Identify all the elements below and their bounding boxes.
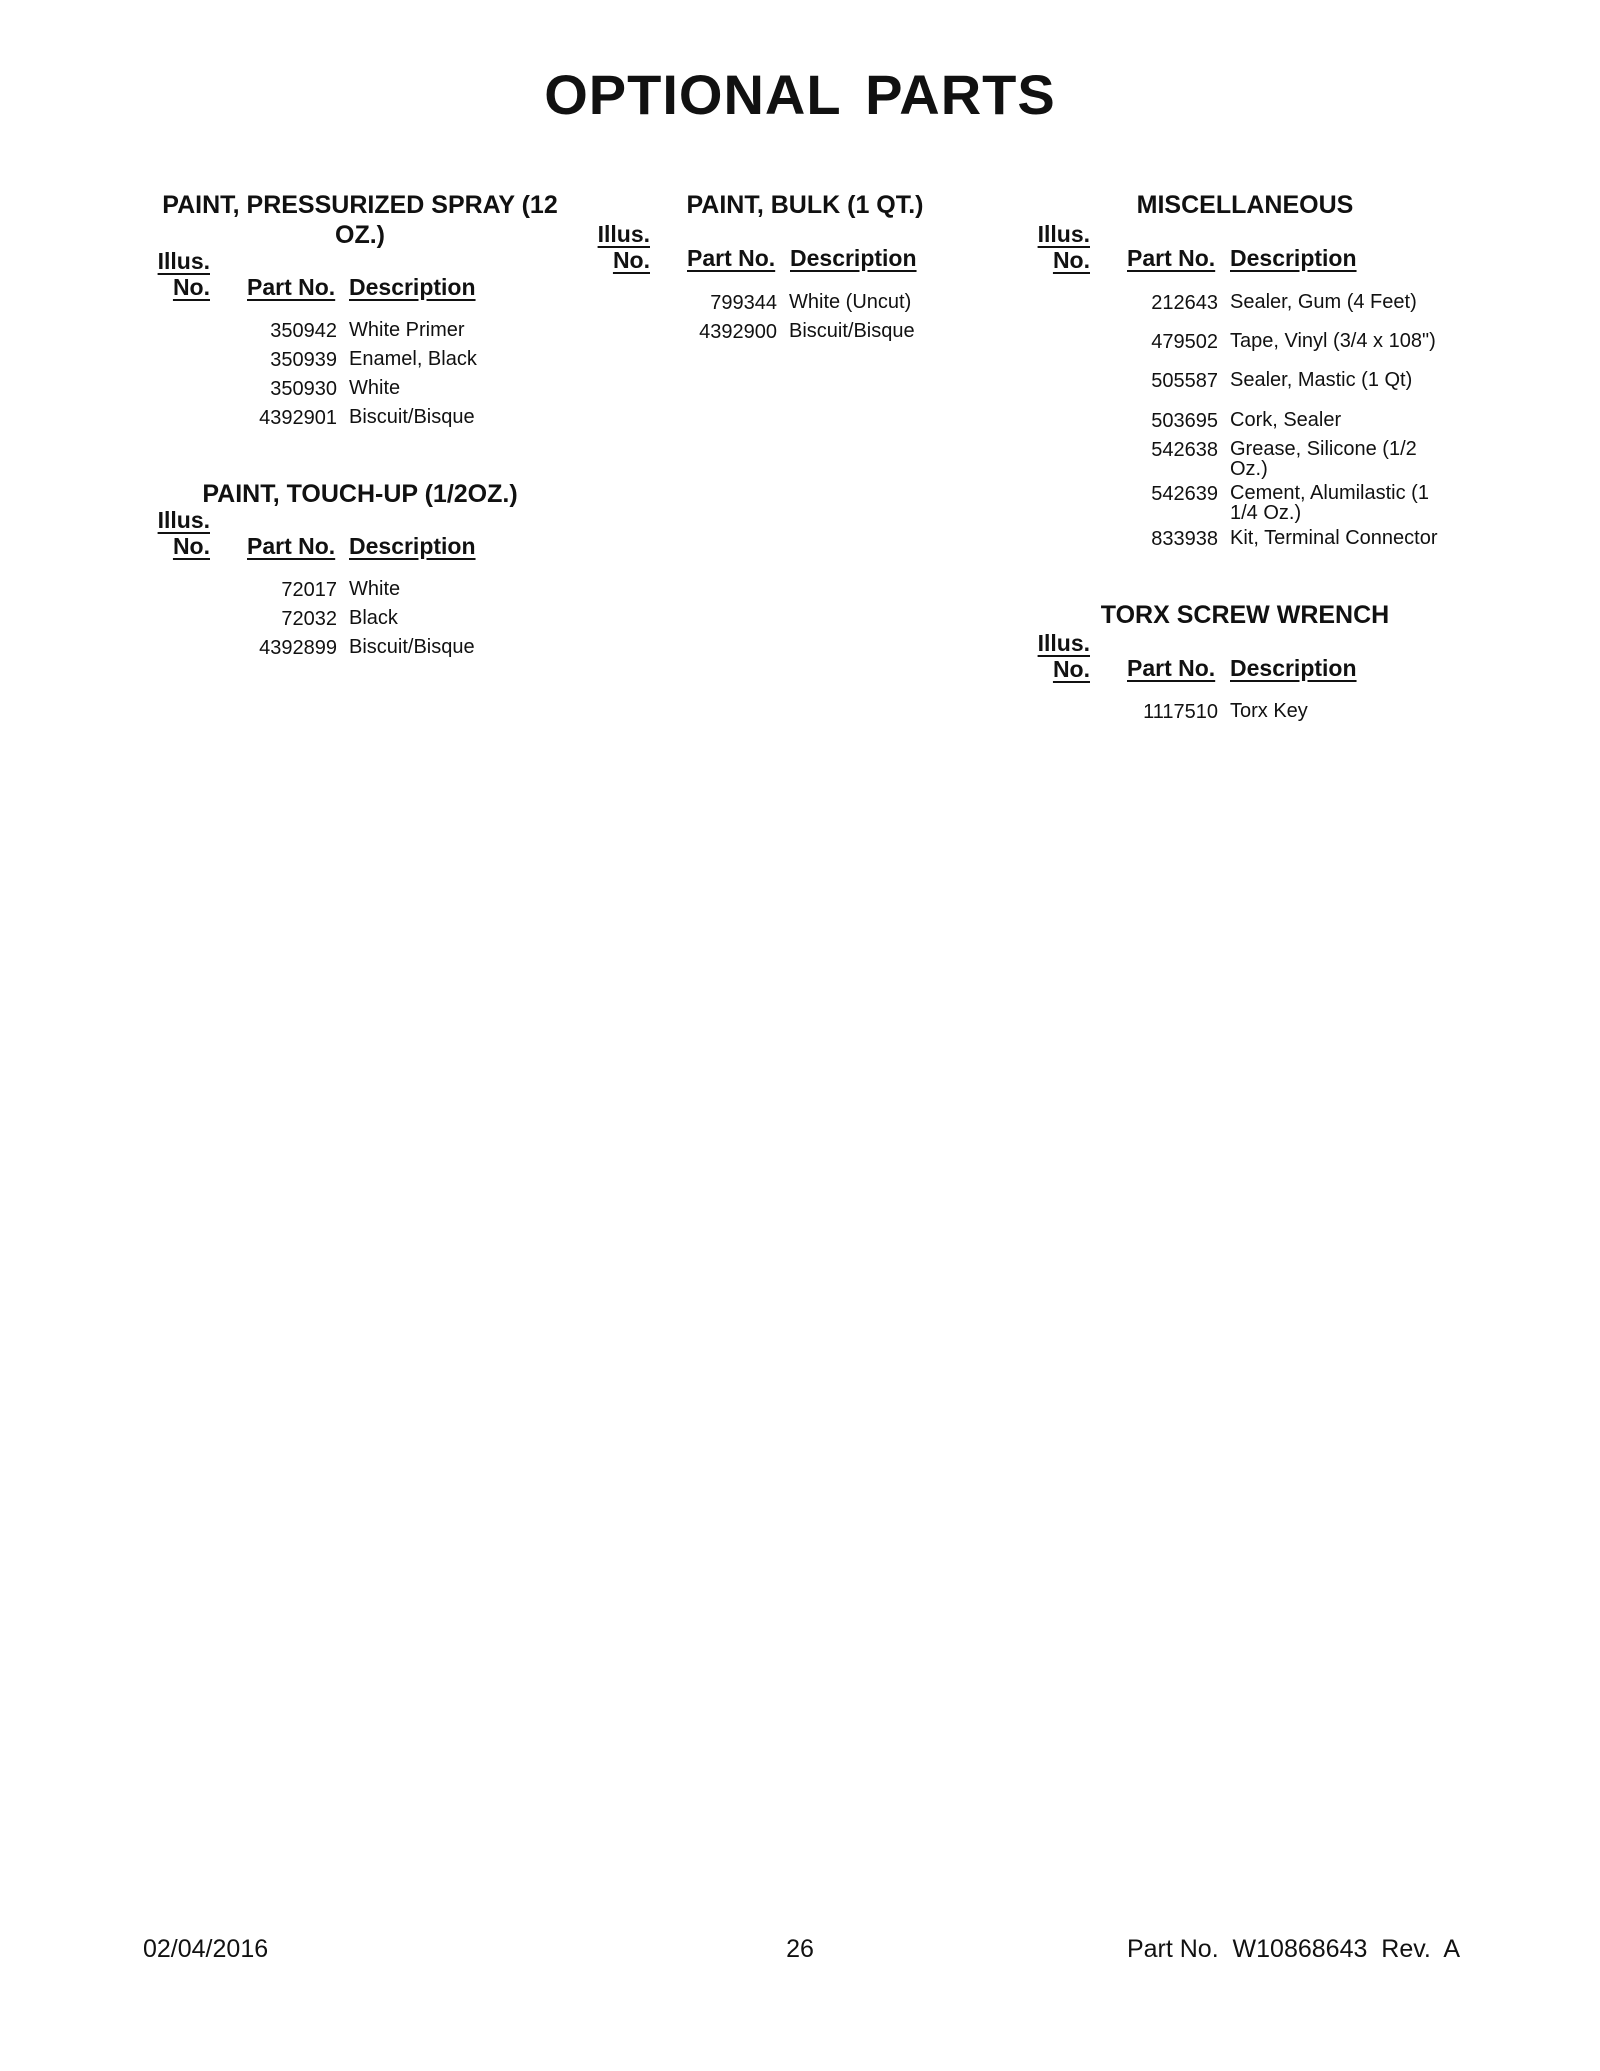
part-no-header: Part No. [687,245,776,271]
section-title: PAINT, TOUCH-UP (1/2OZ.) [202,480,518,508]
illus-header: Illus. No. [597,221,650,273]
part-no-header: Part No. [247,533,336,559]
description-header: Description [790,245,917,271]
footer-page-number: 26 [786,1935,814,1963]
section-title: TORX SCREW WRENCH [1100,601,1390,629]
part-no-header: Part No. [247,274,336,300]
section-title: PAINT, BULK (1 QT.) [686,191,924,219]
description-header: Description [349,533,476,559]
footer-date: 02/04/2016 [143,1935,269,1963]
part-no-header: Part No. [1127,245,1216,271]
page-title: OPTIONAL PARTS [544,63,1056,126]
illus-header: Illus. No. [157,507,210,559]
section-title: MISCELLANEOUS [1136,191,1354,219]
illus-header: Illus. No. [1037,630,1090,682]
illus-header: Illus. No. [1037,221,1090,273]
illus-header: Illus. No. [157,248,210,300]
footer-document-number: Part No. W10868643 Rev. A [1126,1935,1460,1963]
description-header: Description [349,274,476,300]
description-header: Description [1230,245,1357,271]
part-no-header: Part No. [1127,655,1216,681]
description-header: Description [1230,655,1357,681]
section-title: PAINT, PRESSURIZED SPRAY (12 OZ.) [162,191,558,249]
